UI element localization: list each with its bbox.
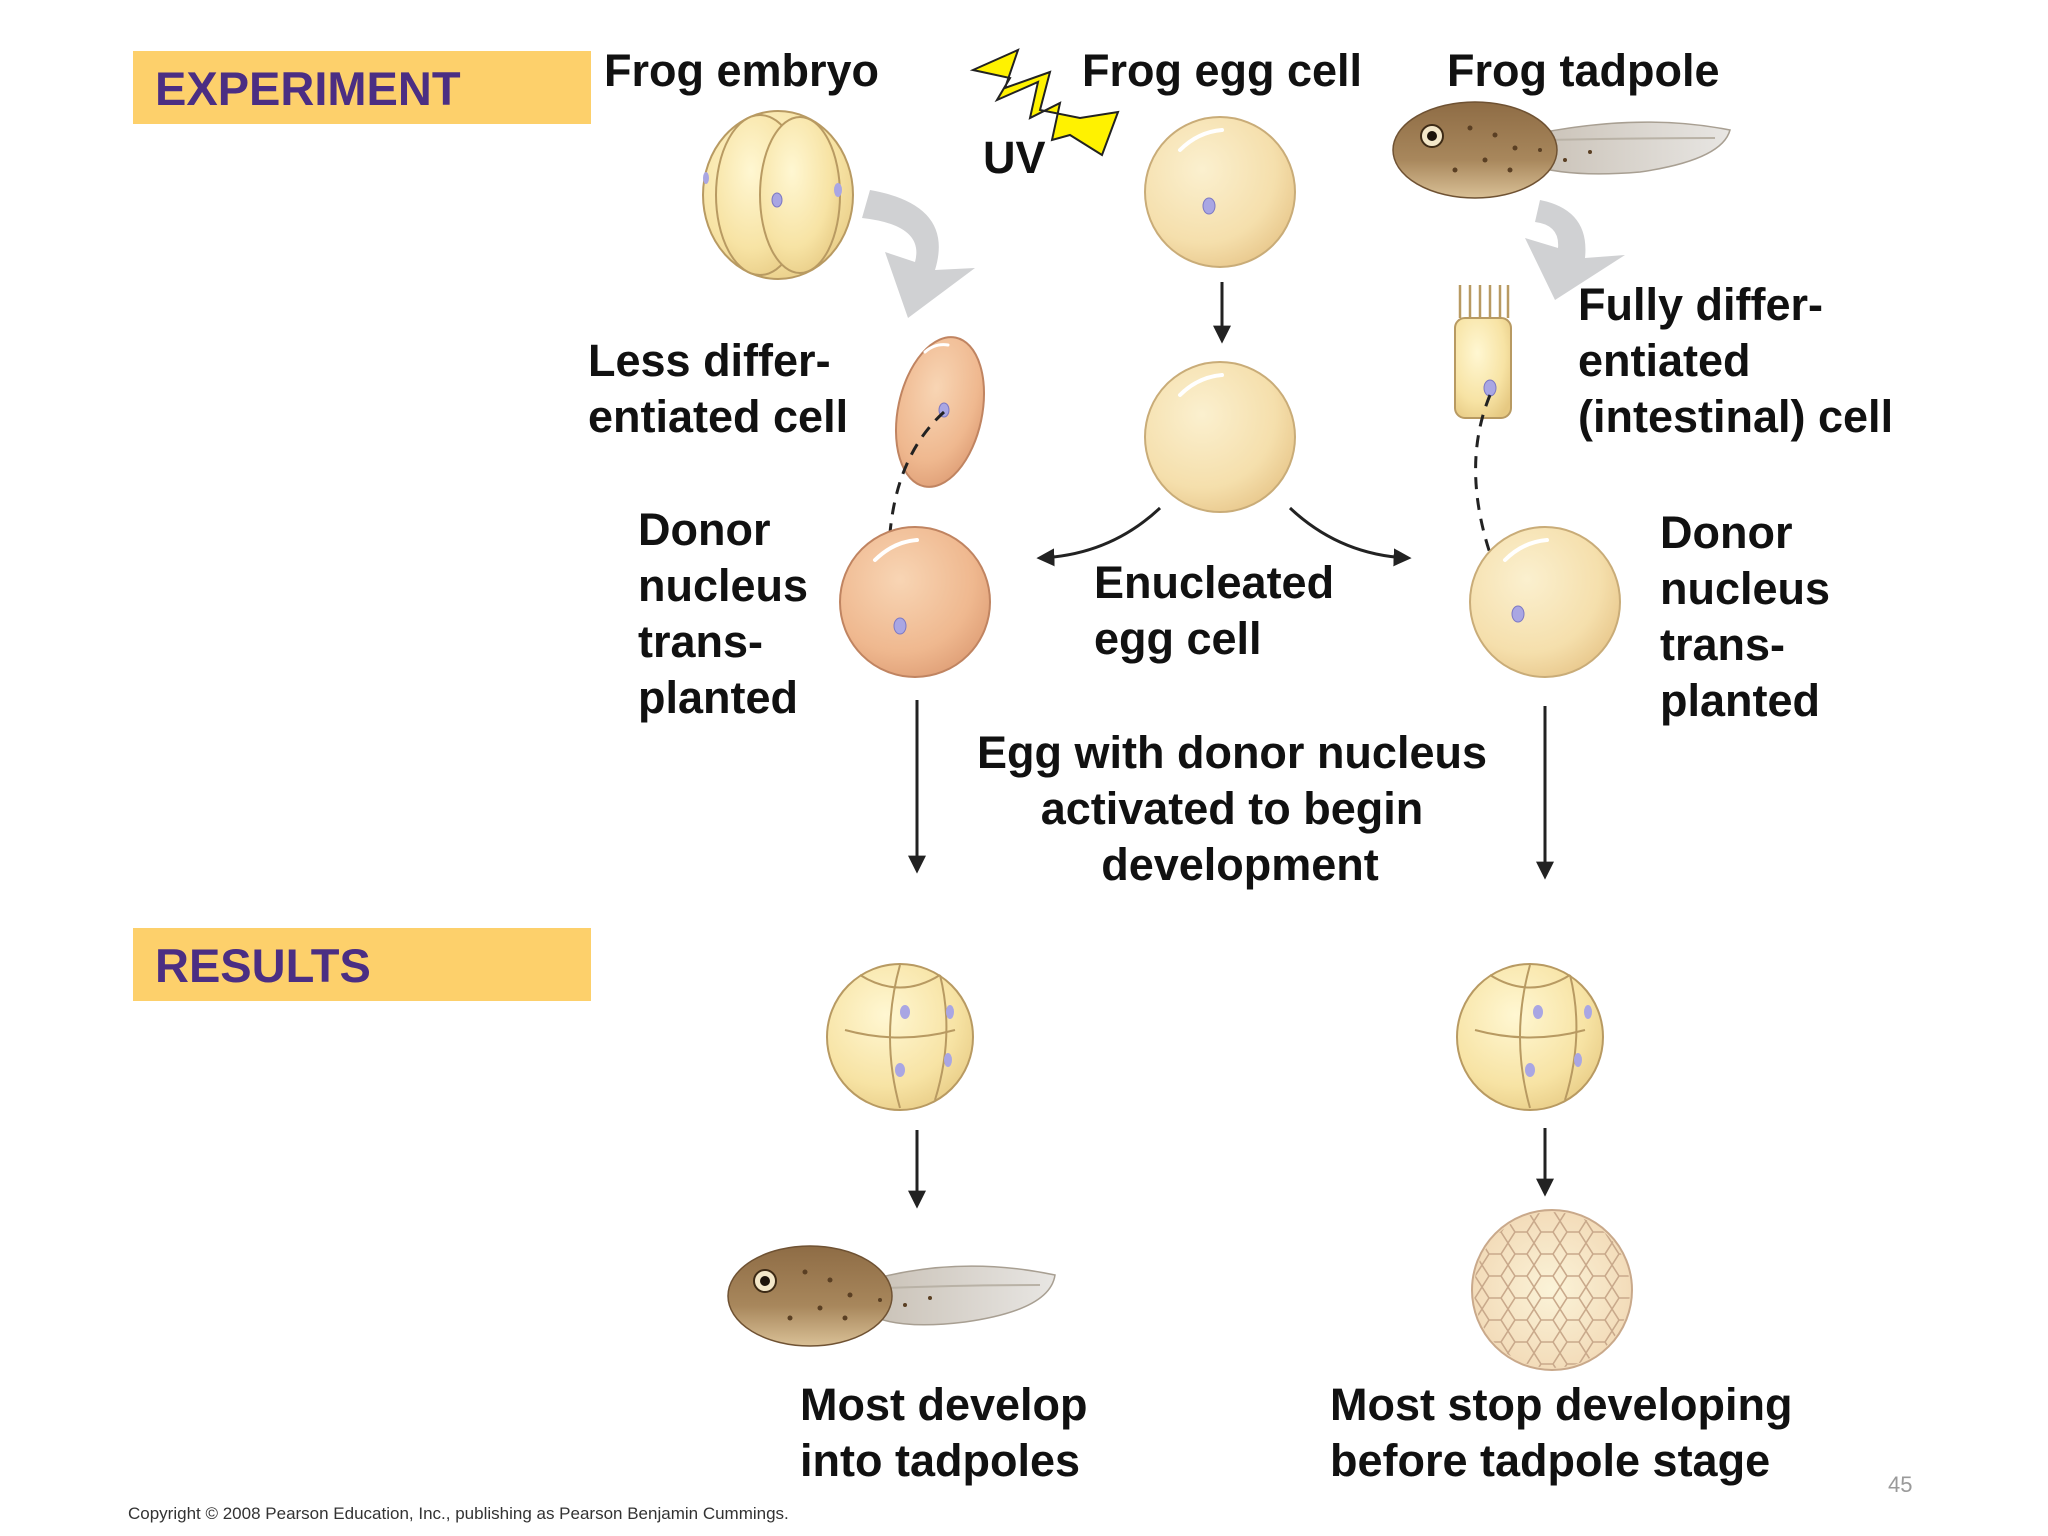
activated-label-1: Egg with donor nucleus (977, 727, 1487, 778)
frog-tadpole-label: Frog tadpole (1447, 45, 1719, 96)
gray-arrow-left (862, 190, 975, 318)
donor-left-label-3: trans- (638, 616, 763, 667)
results-header: RESULTS (155, 939, 371, 992)
frog-embryo (702, 110, 854, 280)
result-embryo-left (826, 963, 974, 1111)
page-number: 45 (1888, 1472, 1912, 1497)
frog-egg-cell-label: Frog egg cell (1082, 45, 1362, 96)
fully-diff-label-3: (intestinal) cell (1578, 391, 1893, 442)
enucleated-egg-cell (1144, 361, 1296, 513)
donor-right-label-1: Donor (1660, 507, 1792, 558)
results-band (133, 928, 591, 1001)
result-right-label-1: Most stop developing (1330, 1379, 1793, 1430)
experiment-band (133, 51, 591, 124)
experiment-header: EXPERIMENT (155, 62, 461, 115)
copyright-text: Copyright © 2008 Pearson Education, Inc.… (128, 1504, 789, 1523)
frog-embryo-label: Frog embryo (604, 45, 879, 96)
enucleated-label-2: egg cell (1094, 613, 1262, 664)
result-arrested-embryo (1471, 1209, 1633, 1371)
uv-label: UV (983, 132, 1046, 183)
donor-left-label-1: Donor (638, 504, 770, 555)
fully-diff-label-1: Fully differ- (1578, 279, 1823, 330)
donor-egg-left (839, 526, 991, 678)
less-diff-label-2: entiated cell (588, 391, 848, 442)
frog-egg-cell (1144, 116, 1296, 268)
result-left-label-1: Most develop (800, 1379, 1088, 1430)
activated-label-2: activated to begin (1041, 783, 1424, 834)
frog-tadpole-top (1392, 101, 1731, 199)
uv-bolt-icon (969, 48, 1120, 157)
enucleated-label-1: Enucleated (1094, 557, 1334, 608)
arrow-enucleated-right (1288, 506, 1412, 567)
donor-egg-right (1469, 526, 1621, 678)
result-left-label-2: into tadpoles (800, 1435, 1080, 1486)
result-tadpole (727, 1245, 1056, 1347)
result-embryo-right (1456, 963, 1604, 1111)
arrow-enucleated-left (1036, 506, 1162, 567)
less-diff-label-1: Less differ- (588, 335, 831, 386)
donor-left-label-4: planted (638, 672, 798, 723)
donor-left-label-2: nucleus (638, 560, 808, 611)
gray-arrow-right (1525, 200, 1625, 300)
fully-diff-label-2: entiated (1578, 335, 1751, 386)
donor-right-label-2: nucleus (1660, 563, 1830, 614)
result-right-label-2: before tadpole stage (1330, 1435, 1770, 1486)
intestinal-cell (1454, 285, 1512, 419)
activated-label-3: development (1101, 839, 1379, 890)
less-differentiated-cell (894, 336, 986, 488)
donor-right-label-3: trans- (1660, 619, 1785, 670)
donor-right-label-4: planted (1660, 675, 1820, 726)
